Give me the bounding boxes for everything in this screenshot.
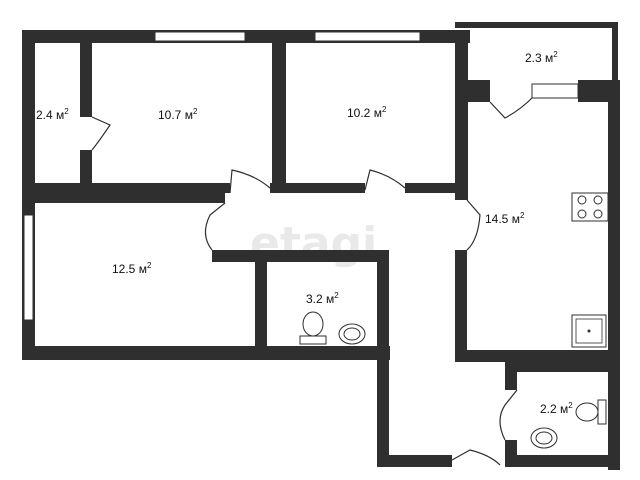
room-area-toilet: 2.2 м2 [540, 401, 573, 416]
toilet-icon [299, 311, 327, 345]
doors [91, 97, 533, 466]
room-area-bathroom: 3.2 м2 [306, 291, 339, 306]
sink-icon [338, 323, 366, 345]
room-area-balcony-top: 2.3 м2 [525, 50, 558, 65]
room-area-bedroom-2: 10.2 м2 [347, 105, 387, 120]
room-area-kitchen: 14.5 м2 [485, 211, 525, 226]
room-area-balcony-left: 2.4 м2 [36, 107, 69, 122]
stove-icon [571, 192, 609, 222]
sink-2-icon [530, 427, 558, 449]
room-labels: 2.4 м2 10.7 м2 10.2 м2 2.3 м2 14.5 м2 12… [36, 50, 573, 416]
windows [23, 31, 579, 321]
room-area-bedroom-1: 10.7 м2 [158, 107, 198, 122]
room-area-living-room: 12.5 м2 [112, 261, 152, 276]
toilet-2-icon [575, 399, 607, 425]
walls [22, 22, 620, 470]
kitchen-sink-icon [571, 314, 607, 348]
